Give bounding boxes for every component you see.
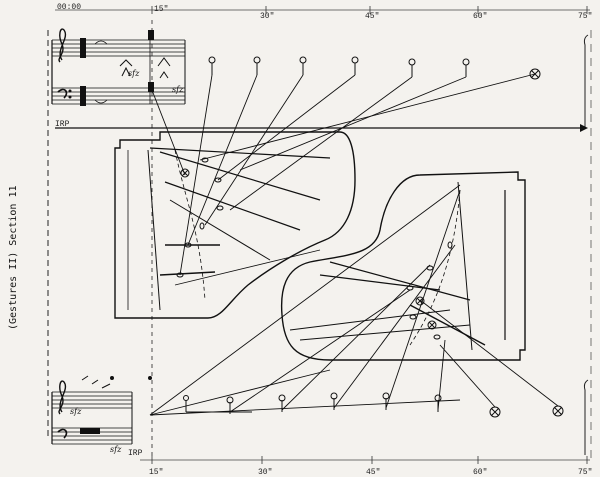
top-duration-line [55,124,588,132]
bottom-time-mark: 15" [149,468,163,477]
pedal-mark: IRP [128,449,143,458]
contact-markers [176,157,453,340]
bottom-staff-system [51,375,152,445]
dynamic-mark: sfz [110,445,122,454]
piano-outline-lower [280,171,526,361]
dynamic-mark: sfz [128,69,140,78]
bottom-time-mark: 75" [578,468,592,477]
bottom-time-mark: 30" [258,468,272,477]
top-time-mark: 30" [260,12,274,21]
pedal-mark: IRP [55,120,70,129]
top-beater-row [208,56,541,80]
top-staff-system [51,28,186,106]
connection-lines [149,73,559,416]
bottom-time-mark: 45" [366,468,380,477]
right-bracket [583,30,592,460]
top-time-mark: 60" [473,12,487,21]
bottom-time-mark: 60" [473,468,487,477]
bottom-timeline: 15" 30" 45" 60" 75" [140,456,592,477]
piano-outline-upper [114,131,356,319]
top-time-mark: 45" [365,12,379,21]
top-timeline: 00:00 15" 30" 45" 60" 75" [55,3,592,21]
dynamic-mark: sfz [172,85,184,94]
dynamic-mark: sfz [70,407,82,416]
top-time-mark: 75" [578,12,592,21]
start-time-label: 00:00 [57,3,81,12]
top-time-mark: 15" [154,5,168,14]
section-title: (Gestures II) Section 11 [8,186,19,331]
